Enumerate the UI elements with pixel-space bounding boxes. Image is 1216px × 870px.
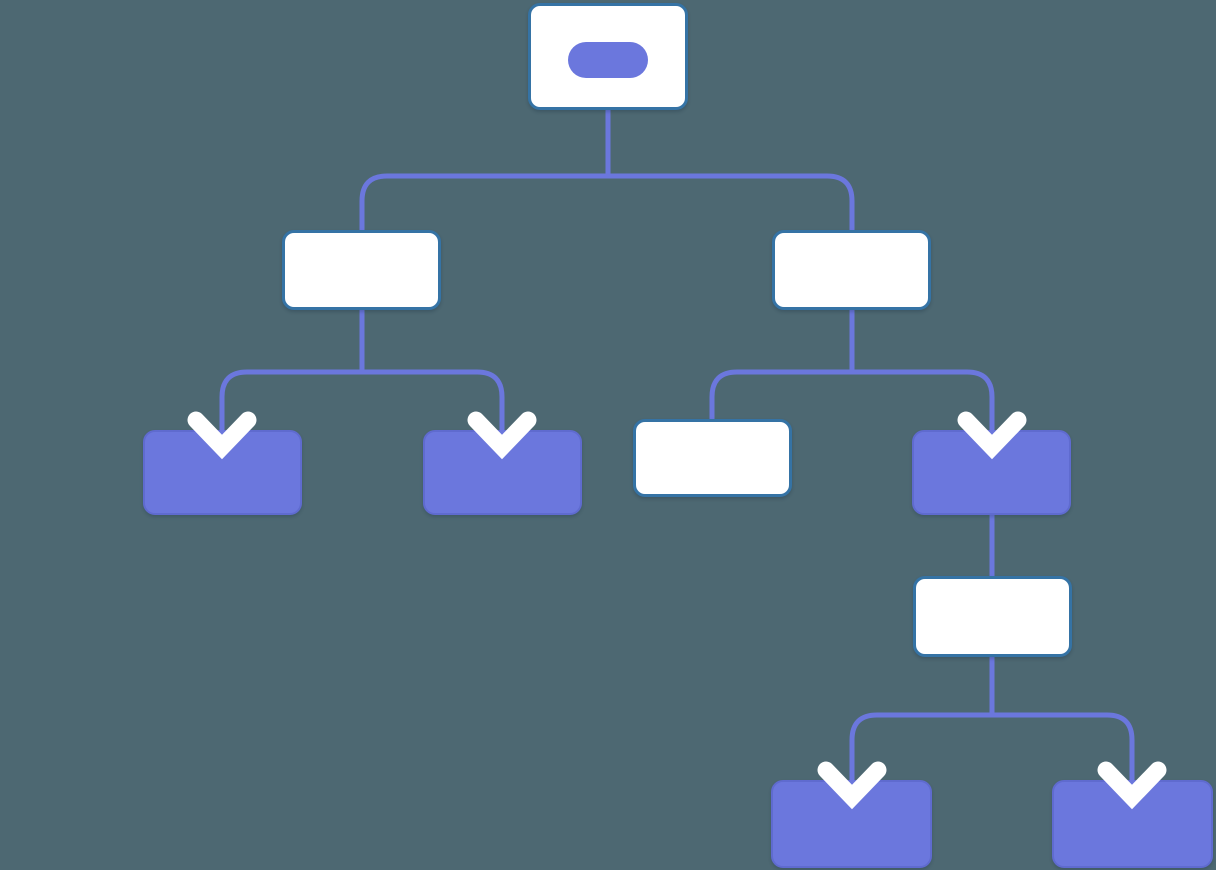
node-root[interactable] (528, 3, 688, 110)
edge-l2b-to-l3c (709, 369, 852, 419)
node-l3a[interactable] (143, 430, 302, 515)
root-pill-icon (568, 42, 648, 78)
node-l3b[interactable] (423, 430, 582, 515)
node-l5b[interactable] (1052, 780, 1213, 868)
node-l2b[interactable] (772, 230, 931, 310)
node-l4[interactable] (913, 576, 1072, 657)
node-l5a[interactable] (771, 780, 932, 868)
node-l2a[interactable] (282, 230, 441, 310)
edge-root-to-l2b (608, 173, 855, 230)
edge-root-to-l2a (359, 173, 608, 230)
node-l3d[interactable] (912, 430, 1071, 515)
node-l3c[interactable] (633, 419, 792, 497)
